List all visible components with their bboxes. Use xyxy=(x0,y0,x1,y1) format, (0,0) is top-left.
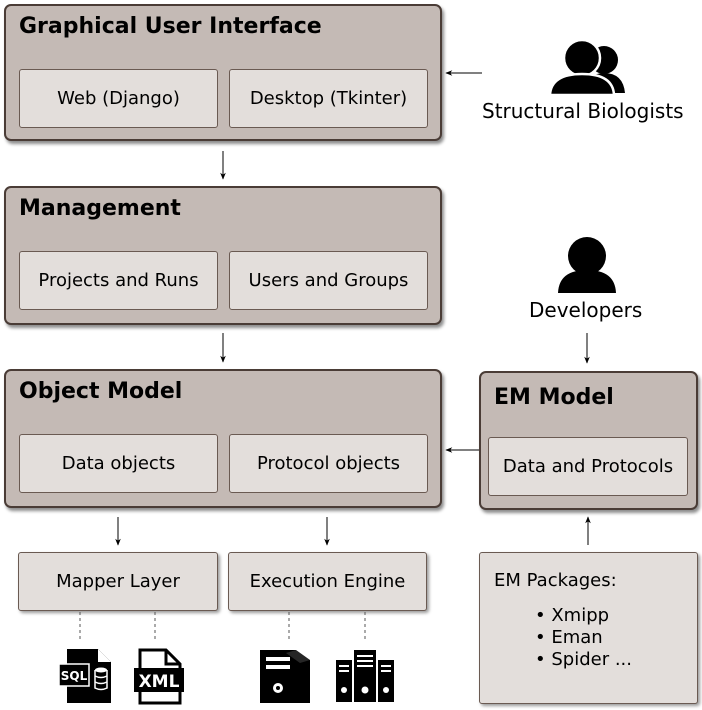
projects-runs-box: Projects and Runs xyxy=(19,251,218,310)
xml-icon-text: XML xyxy=(139,672,180,692)
user-group-icon xyxy=(548,38,625,97)
protocol-objects-box: Protocol objects xyxy=(229,434,428,493)
structural-biologists-label: Structural Biologists xyxy=(482,99,684,123)
package-item-spider: Spider ... xyxy=(535,649,632,671)
gui-layer: Graphical User Interface Web (Django) De… xyxy=(4,4,442,141)
sql-icon-text: SQL xyxy=(61,669,88,683)
user-icon xyxy=(558,237,616,293)
web-django-box: Web (Django) xyxy=(19,69,218,128)
em-model-layer-title: EM Model xyxy=(494,385,614,410)
server-cluster-icon xyxy=(336,650,394,702)
package-item-xmipp: Xmipp xyxy=(535,605,632,627)
desktop-tkinter-box: Desktop (Tkinter) xyxy=(229,69,428,128)
xml-file-icon: XML xyxy=(134,648,184,705)
management-layer-title: Management xyxy=(19,196,181,221)
data-objects-box: Data objects xyxy=(19,434,218,493)
mapper-layer-box: Mapper Layer xyxy=(18,552,218,611)
data-protocols-box: Data and Protocols xyxy=(488,437,688,496)
sql-database-icon: SQL xyxy=(58,649,111,703)
object-model-layer-title: Object Model xyxy=(19,379,183,404)
em-model-layer: EM Model Data and Protocols xyxy=(479,371,698,510)
gui-layer-title: Graphical User Interface xyxy=(19,14,322,39)
package-item-eman: Eman xyxy=(535,627,632,649)
computer-tower-icon xyxy=(260,650,310,703)
em-packages-title: EM Packages: xyxy=(494,570,617,591)
execution-engine-box: Execution Engine xyxy=(228,552,427,611)
users-groups-box: Users and Groups xyxy=(229,251,428,310)
em-packages-list: Xmipp Eman Spider ... xyxy=(535,605,632,671)
developers-label: Developers xyxy=(529,298,643,322)
management-layer: Management Projects and Runs Users and G… xyxy=(4,186,442,325)
object-model-layer: Object Model Data objects Protocol objec… xyxy=(4,369,442,508)
em-packages-box: EM Packages: Xmipp Eman Spider ... xyxy=(479,552,698,704)
